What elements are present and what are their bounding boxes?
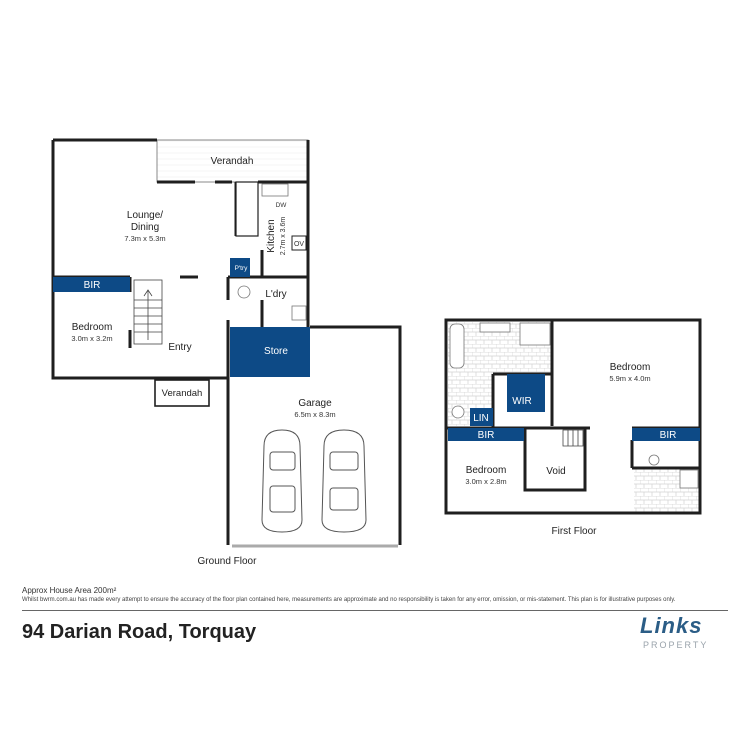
dw-label: DW [276, 202, 288, 209]
toilet-ground [237, 285, 251, 299]
shower-right [679, 469, 699, 489]
first-bir-right-label: BIR [660, 430, 677, 441]
house-area: Approx House Area 200m² [22, 586, 117, 595]
kitchen-dims: 2.7m x 3.6m [280, 217, 287, 256]
pantry-box [230, 258, 250, 277]
ground-stairs [133, 279, 163, 345]
lin-box [470, 408, 493, 426]
divider [22, 610, 728, 611]
garage-walls [226, 325, 402, 545]
rear-verandah-area [156, 139, 309, 183]
garage-dims: 6.5m x 8.3m [294, 410, 335, 419]
front-verandah [154, 379, 210, 407]
store-room [230, 327, 310, 377]
laundry-tub [291, 305, 307, 321]
kitchen-bench [235, 181, 259, 237]
ground-floor: BIR P'try Store [51, 138, 402, 567]
toilet-right [648, 454, 660, 466]
front-verandah-label: Verandah [162, 388, 203, 399]
first-bir-left-bar [448, 428, 524, 441]
property-address: 94 Darian Road, Torquay [22, 621, 257, 643]
bathtub [449, 323, 465, 369]
pantry-label: P'try [235, 265, 249, 272]
entry-label: Entry [168, 342, 191, 353]
first-bir-left-label: BIR [478, 430, 495, 441]
store-label: Store [264, 346, 288, 357]
car-left-icon [261, 429, 303, 533]
ground-bir-bar [53, 277, 130, 292]
ground-bedroom-dims: 3.0m x 3.2m [71, 334, 112, 343]
cooktop [291, 235, 307, 251]
lounge-dims: 7.3m x 5.3m [124, 234, 165, 243]
lounge-label: Lounge/ [127, 210, 163, 221]
lounge-label-2: Dining [131, 222, 159, 233]
disclaimer: Whilst bwrm.com.au has made every attemp… [22, 597, 676, 603]
kitchen-label: Kitchen [266, 219, 277, 252]
wir-label: WIR [512, 396, 531, 407]
lin-label: LIN [473, 413, 489, 424]
vanity-top [479, 322, 511, 333]
car-right-icon [321, 429, 367, 533]
garage-label: Garage [298, 398, 332, 409]
kitchen-sink [261, 183, 289, 197]
void-label: Void [546, 466, 565, 477]
first-stairs [562, 429, 584, 447]
ground-bedroom-label: Bedroom [72, 322, 113, 333]
first-main-bedroom-label: Bedroom [610, 362, 651, 373]
first-small-bedroom-label: Bedroom [466, 465, 507, 476]
rear-verandah-label: Verandah [211, 156, 254, 167]
shower [519, 322, 551, 346]
logo-word: Links [640, 613, 703, 638]
first-bir-right-bar [632, 428, 700, 441]
ground-bir-label: BIR [84, 280, 101, 291]
ov-label: OV [294, 241, 304, 248]
laundry-label: L'dry [265, 289, 286, 300]
first-small-bedroom-dims: 3.0m x 2.8m [465, 477, 506, 486]
toilet-first [451, 405, 465, 419]
first-floor-title: First Floor [552, 526, 598, 537]
wir-box [507, 374, 545, 412]
links-property-logo: Links PROPERTY [640, 613, 730, 655]
ground-floor-title: Ground Floor [198, 556, 258, 567]
first-main-bedroom-dims: 5.9m x 4.0m [609, 374, 650, 383]
logo-sub: PROPERTY [643, 640, 709, 650]
first-floor: WIR LIN BIR BIR Bedroom 5.9m x 4.0m Bedr… [444, 318, 702, 537]
